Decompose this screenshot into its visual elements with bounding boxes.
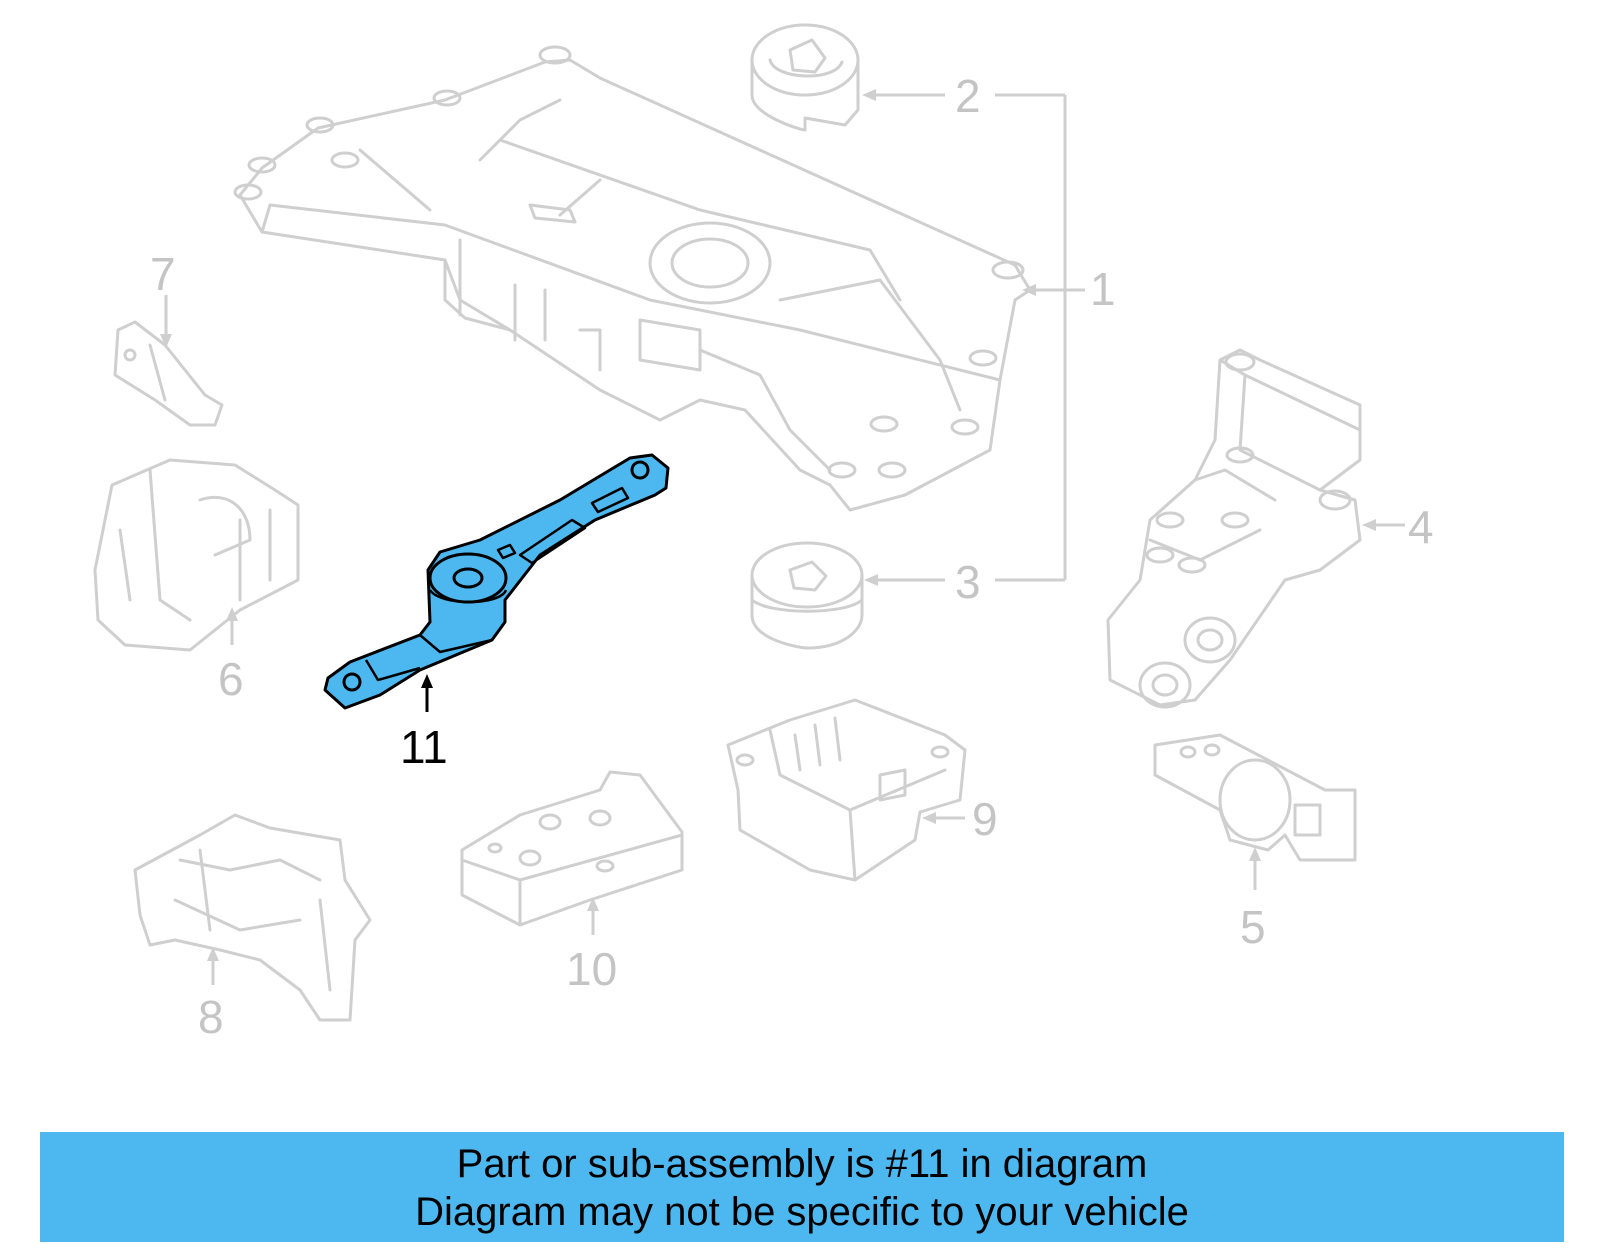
part-4-bracket[interactable] xyxy=(1106,348,1362,709)
part-5-clamp[interactable] xyxy=(1153,733,1357,862)
callout-9: 9 xyxy=(972,793,998,845)
part-2-bushing[interactable] xyxy=(750,23,860,132)
callout-5: 5 xyxy=(1240,901,1266,953)
leader-lines xyxy=(160,89,1405,985)
banner-line-2: Diagram may not be specific to your vehi… xyxy=(415,1190,1189,1234)
callout-6: 6 xyxy=(218,653,244,705)
part-8-mount[interactable] xyxy=(133,813,372,1022)
callout-2: 2 xyxy=(955,70,981,122)
info-banner: Part or sub-assembly is #11 in diagram D… xyxy=(40,1132,1564,1242)
callout-11: 11 xyxy=(400,721,448,773)
callout-4: 4 xyxy=(1408,501,1434,553)
callout-7: 7 xyxy=(150,248,176,300)
callout-8: 8 xyxy=(198,991,224,1043)
callout-1: 1 xyxy=(1090,263,1116,315)
part-9-mount[interactable] xyxy=(726,698,967,882)
part-6-mount[interactable] xyxy=(93,458,300,652)
part-7-bracket[interactable] xyxy=(113,320,224,427)
callout-10: 10 xyxy=(566,943,617,995)
callout-labels: 1 2 3 4 5 6 7 8 9 10 11 xyxy=(150,70,1434,1043)
part-3-bushing[interactable] xyxy=(750,541,864,650)
banner-line-1: Part or sub-assembly is #11 in diagram xyxy=(456,1142,1148,1186)
part-11-torque-rod[interactable] xyxy=(323,453,670,710)
callout-3: 3 xyxy=(955,556,981,608)
part-10-mount[interactable] xyxy=(460,770,684,927)
part-1-subframe[interactable] xyxy=(233,45,1032,512)
